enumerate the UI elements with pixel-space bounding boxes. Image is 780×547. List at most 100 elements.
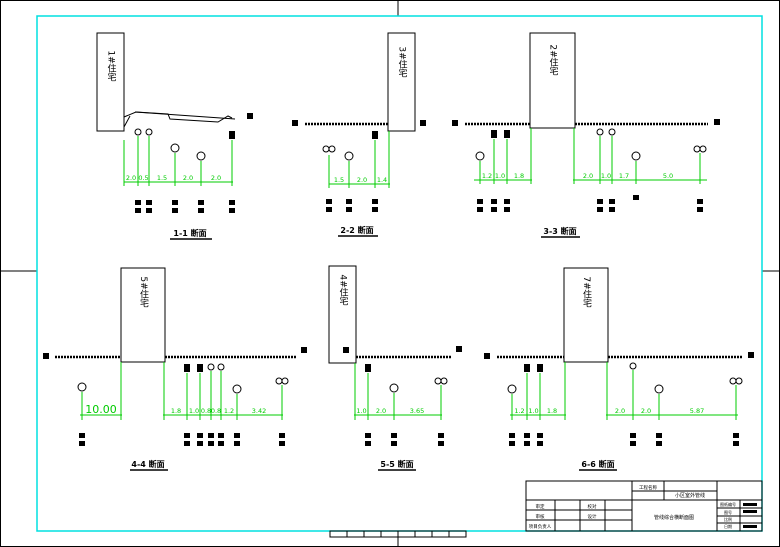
dim-texts: 1.0 2.0 3.65	[356, 407, 424, 415]
pipe-circle	[77, 382, 87, 392]
right-cell: 比例	[724, 516, 732, 522]
section-6-6: 7#住宅 1.2 1.0 1.8 2.0 2.0	[484, 267, 754, 471]
dim-text: 1.8	[514, 172, 524, 180]
pipe-circle	[145, 128, 153, 136]
pipe-circle	[608, 128, 616, 136]
dim-text: 2.0	[183, 174, 193, 182]
dim-text: 1.5	[334, 176, 344, 184]
dim-text: 1.7	[619, 172, 629, 180]
dim-text: 2.0	[641, 407, 651, 415]
pipe-circle	[596, 128, 604, 136]
dim-text: 5.0	[663, 172, 673, 180]
marker-square	[197, 364, 203, 372]
pipe-circle	[217, 363, 225, 371]
marker-square	[524, 364, 530, 372]
left-cell: 审核	[536, 513, 545, 520]
dim-text: 1.8	[547, 407, 557, 415]
dim-text: 1.0	[189, 407, 199, 415]
marker-column	[365, 433, 444, 446]
dim-text: 3.65	[410, 407, 424, 415]
right-cell: 日期	[724, 523, 732, 529]
dim-text: 3.42	[252, 407, 266, 415]
marker-square	[365, 364, 371, 372]
building-label-5: 5#住宅	[138, 276, 149, 307]
dim-text: 1.0	[528, 407, 538, 415]
dim-text: 0.8	[211, 407, 221, 415]
dim-lines	[328, 131, 390, 188]
right-cell: 图号	[724, 509, 732, 515]
pipe-circle	[735, 377, 743, 385]
dim-texts: 1.8 1.0 0.8 0.8 1.2 3.42	[171, 407, 266, 415]
building-label-3: 3#住宅	[397, 46, 408, 77]
dim-text: 1.2	[482, 172, 492, 180]
project-name: 小区室外管线	[675, 492, 705, 499]
dim-texts: 1.5 2.0 1.4	[334, 176, 387, 184]
dim-text: 2.0	[211, 174, 221, 182]
dim-text: 1.4	[377, 176, 387, 184]
building-3	[387, 32, 416, 132]
dim-text: 0.8	[201, 407, 211, 415]
marker-square	[292, 120, 298, 126]
marker-square	[491, 130, 497, 138]
building-7	[563, 267, 609, 363]
dim-text: 1.0	[495, 172, 505, 180]
marker-square	[748, 352, 754, 358]
dim-text: 1.0	[356, 407, 366, 415]
pipe-circle	[281, 377, 289, 385]
big-dim-text: 10.00	[85, 403, 117, 416]
building-label-2: 2#住宅	[548, 44, 559, 75]
section-3-3: 2#住宅 1.2 1.0 1.8 2.0	[452, 32, 720, 238]
dim-text: 2.0	[126, 174, 136, 182]
building-label-7: 7#住宅	[581, 276, 592, 307]
section-1-1: 1#住宅 2.0 0.5 1.5 2.0 2.0	[96, 32, 253, 240]
dim-text: 1.0	[601, 172, 611, 180]
pipe-circle	[654, 384, 664, 394]
right-cell: 图纸编号	[720, 501, 736, 507]
dim-text: 2.0	[376, 407, 386, 415]
dim-lines	[123, 136, 233, 186]
marker-square	[537, 364, 543, 372]
title-block: 工程名称 小区室外管线 管线综合横断面图 审定 审核 项目负责人 校对 设计 图…	[525, 480, 763, 532]
drawing-title: 管线综合横断面图	[654, 514, 694, 521]
marker-square	[452, 120, 458, 126]
dim-texts: 2.0 0.5 1.5 2.0 2.0	[126, 174, 221, 182]
pipe-circle	[729, 377, 737, 385]
pipe-circle	[629, 362, 637, 370]
pipe-circle	[475, 151, 485, 161]
mid-cell: 校对	[588, 503, 597, 510]
pipe-circle	[207, 363, 215, 371]
dim-texts: 1.2 1.0 1.8 2.0 1.0 1.7 5.0	[482, 172, 673, 180]
ground-surface	[134, 111, 236, 120]
section-label-2: 2-2 断面	[340, 225, 373, 235]
building-2	[529, 32, 576, 129]
project-label: 工程名称	[639, 484, 657, 491]
building-5	[120, 267, 166, 363]
marker-square	[714, 119, 720, 125]
dim-lines	[474, 128, 707, 184]
dim-text: 5.87	[690, 407, 704, 415]
pipe-circle	[275, 377, 283, 385]
marker-square	[484, 353, 490, 359]
marker-square	[420, 120, 426, 126]
pipe-circle	[440, 377, 448, 385]
dim-lines	[510, 362, 738, 420]
dim-lines	[80, 362, 283, 420]
dim-text: 0.5	[138, 174, 148, 182]
pipe-circle	[134, 128, 142, 136]
marker-square	[229, 131, 235, 139]
dim-text: 2.0	[615, 407, 625, 415]
section-4-4: 5#住宅 10.00 1.8 1.0 0.8	[43, 267, 307, 471]
pipe-circle	[389, 383, 399, 393]
pipe-circle	[170, 143, 180, 153]
marker-square	[247, 113, 253, 119]
dim-text: 1.8	[171, 407, 181, 415]
mid-cell: 设计	[588, 513, 597, 520]
dim-text: 1.2	[514, 407, 524, 415]
ground-line	[123, 111, 233, 128]
building-1	[96, 32, 125, 132]
building-label-4: 4#住宅	[338, 274, 349, 305]
dim-lines	[354, 363, 442, 420]
marker-column	[135, 200, 235, 213]
pipe-circle	[328, 145, 336, 153]
